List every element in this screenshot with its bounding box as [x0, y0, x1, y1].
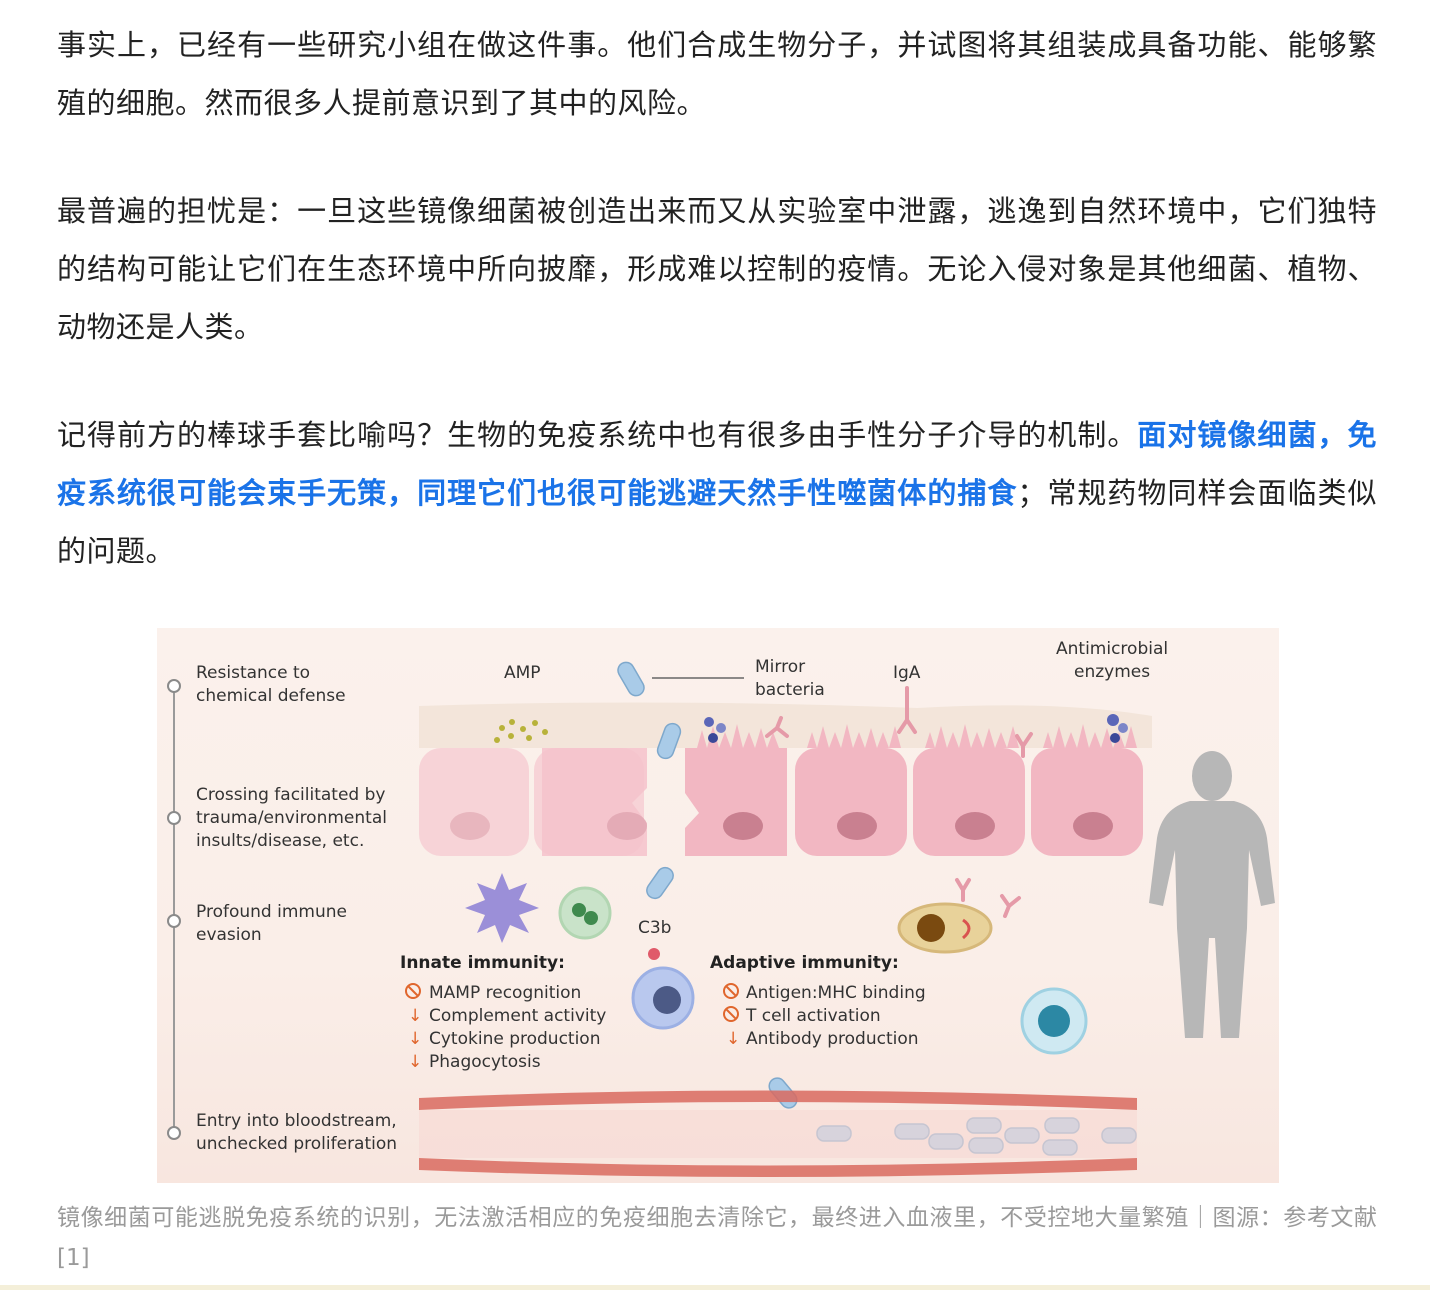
epithelial-cell: [1031, 748, 1143, 856]
figure-caption: 镜像细菌可能逃脱免疫系统的识别，无法激活相应的免疫细胞去清除它，最终进入血液里，…: [57, 1198, 1377, 1278]
vessel-wall-bottom: [419, 1158, 1137, 1177]
bacterium: [656, 722, 682, 760]
blocked-icon: [405, 983, 421, 999]
epithelial-cell: [913, 748, 1025, 856]
stage-3-line-1: Profound immune: [196, 902, 347, 922]
cell-nucleus: [955, 812, 995, 840]
enzyme: [716, 723, 726, 733]
paragraph-3-highlight: 面对镜像细菌，免疫系统很可能会束手无策，同理它们也很可能逃避天然手性噬菌体的捕食: [57, 418, 1377, 510]
enzyme: [704, 717, 714, 727]
adaptive-item-1: Antigen:MHC binding: [746, 983, 926, 1003]
cell-nucleus: [723, 812, 763, 840]
amp-molecules: [494, 719, 548, 743]
mirror-bacteria-label-1: Mirror: [755, 657, 805, 677]
adaptive-item-2: T cell activation: [745, 1006, 881, 1026]
paragraph-1-text: 事实上，已经有一些研究小组在做这件事。他们合成生物分子，并试图将其组装成具备功能…: [57, 28, 1377, 120]
timeline-node-3: [167, 914, 181, 928]
microvilli: [925, 724, 1019, 748]
innate-item-2: Complement activity: [429, 1006, 606, 1026]
bacterium: [617, 661, 645, 697]
plasma-cell-er: [961, 918, 971, 940]
microvilli: [697, 724, 779, 748]
enzyme: [1110, 733, 1120, 743]
adaptive-item-3: Antibody production: [746, 1029, 919, 1049]
cell-nucleus: [1073, 812, 1113, 840]
dendritic-cell: [465, 873, 539, 943]
figure-caption-text: 镜像细菌可能逃脱免疫系统的识别，无法激活相应的免疫细胞去清除它，最终进入血液里，…: [57, 1205, 1377, 1271]
iga-label: IgA: [893, 663, 921, 683]
paragraph-3-text-before: 记得前方的棒球手套比喻吗？生物的免疫系统中也有很多由手性分子介导的机制。: [57, 418, 1138, 452]
timeline-node-4: [167, 1126, 181, 1140]
innate-item-1: MAMP recognition: [429, 983, 581, 1003]
enzyme: [708, 733, 718, 743]
epithelial-cell: [795, 748, 907, 856]
macrophage-nucleus: [653, 986, 681, 1014]
enzyme: [1118, 723, 1128, 733]
antibody: [1015, 732, 1033, 758]
mirror-bacteria-figure: Resistance to chemical defense Crossing …: [157, 628, 1279, 1183]
cell-nucleus: [837, 812, 877, 840]
enzymes-label-2: enzymes: [1074, 662, 1150, 682]
bottom-edge: [0, 1285, 1430, 1290]
plasma-cell-nucleus: [917, 914, 945, 942]
stage-2-line-1: Crossing facilitated by: [196, 785, 385, 805]
mucus-layer: [419, 702, 1152, 748]
paragraph-2: 最普遍的担忧是：一旦这些镜像细菌被创造出来而又从实验室中泄露，逃逸到自然环境中，…: [57, 182, 1377, 356]
epithelial-cell: [419, 748, 529, 856]
timeline-node-2: [167, 811, 181, 825]
stage-3-line-2: evasion: [196, 925, 262, 945]
blocked-icon-slash: [725, 1008, 737, 1020]
c3b-label: C3b: [638, 918, 671, 938]
stage-1-line-1: Resistance to: [196, 663, 310, 683]
down-arrow-icon: ↓: [408, 1052, 422, 1072]
stage-1-line-2: chemical defense: [196, 686, 346, 706]
stage-4-line-1: Entry into bloodstream,: [196, 1111, 397, 1131]
vessel-lumen: [419, 1110, 1137, 1158]
epithelium: [419, 724, 1143, 856]
timeline-node-1: [167, 679, 181, 693]
innate-item-4: Phagocytosis: [429, 1052, 541, 1072]
down-arrow-icon: ↓: [726, 1029, 740, 1049]
stage-2-line-3: insults/disease, etc.: [196, 831, 364, 851]
damaged-epithelial-cell: [542, 748, 647, 856]
figure-illustration: Resistance to chemical defense Crossing …: [167, 639, 1275, 1177]
neutrophil-nucleus: [584, 911, 598, 925]
microvilli: [807, 724, 901, 748]
paragraph-3-text-after: ；常规药物同样会面临类似的问题。: [57, 476, 1377, 568]
blocked-icon-slash: [407, 985, 419, 997]
adaptive-title: Adaptive immunity:: [710, 953, 899, 973]
antibody: [1000, 894, 1021, 918]
innate-item-3: Cytokine production: [429, 1029, 601, 1049]
lymphocyte-nucleus: [1038, 1005, 1070, 1037]
paragraph-3: 记得前方的棒球手套比喻吗？生物的免疫系统中也有很多由手性分子介导的机制。面对镜像…: [57, 406, 1377, 580]
cell-nucleus: [607, 812, 647, 840]
stage-4-line-2: unchecked proliferation: [196, 1134, 397, 1154]
cell-nucleus: [450, 812, 490, 840]
enzymes-label-1: Antimicrobial: [1056, 639, 1168, 659]
enzyme: [1107, 714, 1119, 726]
iga-antibody: [897, 686, 917, 734]
antibody: [955, 878, 971, 902]
neutrophil-nucleus: [572, 903, 586, 917]
blocked-icon: [723, 1006, 739, 1022]
down-arrow-icon: ↓: [408, 1029, 422, 1049]
paragraph-1: 事实上，已经有一些研究小组在做这件事。他们合成生物分子，并试图将其组装成具备功能…: [57, 16, 1377, 132]
bacterium: [646, 866, 674, 900]
amp-label: AMP: [504, 663, 541, 683]
mirror-bacteria-label-2: bacteria: [755, 680, 825, 700]
damaged-epithelial-cell: [685, 748, 787, 856]
innate-title: Innate immunity:: [400, 953, 565, 973]
down-arrow-icon: ↓: [408, 1006, 422, 1026]
antibody: [765, 716, 789, 738]
vessel-wall-top: [419, 1090, 1137, 1110]
human-silhouette-icon: [1149, 751, 1275, 1038]
blocked-icon: [723, 983, 739, 999]
blocked-icon-slash: [725, 985, 737, 997]
c3b-molecule: [648, 948, 660, 960]
stage-2-line-2: trauma/environmental: [196, 808, 387, 828]
paragraph-2-text: 最普遍的担忧是：一旦这些镜像细菌被创造出来而又从实验室中泄露，逃逸到自然环境中，…: [57, 194, 1377, 344]
